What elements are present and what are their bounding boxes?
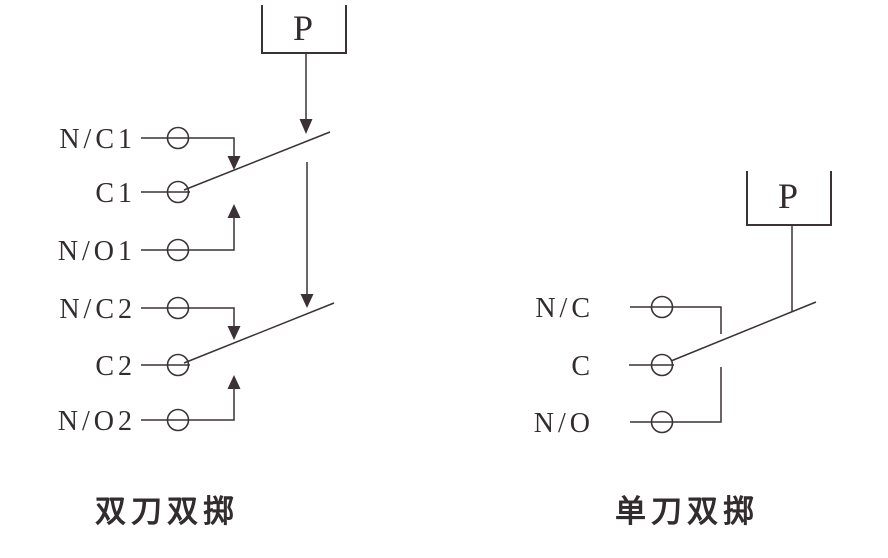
terminal-circle-c1 <box>166 180 190 204</box>
dpdt-plunger-box <box>261 5 347 54</box>
terminal-label-c1: C1 <box>95 178 136 209</box>
spdt-plunger-box <box>746 171 832 226</box>
dpdt-blade-2 <box>183 302 335 364</box>
terminal-circle-nc1 <box>166 126 190 150</box>
no1-throw-arrowhead-icon <box>227 204 241 218</box>
no2-wire <box>141 389 235 421</box>
terminal-label-c2: C2 <box>95 351 136 382</box>
dpdt-blade-1 <box>183 131 331 191</box>
terminal-circle-c2 <box>166 353 190 377</box>
no-wire <box>630 367 722 423</box>
terminal-circle-nc <box>650 295 674 319</box>
dpdt-diagram: P N/C1 C1 N/O1 N/C2 <box>58 5 347 529</box>
dpdt-plunger-arrowhead-icon <box>299 119 313 134</box>
nc1-throw-arrowhead-icon <box>227 156 241 170</box>
terminal-circle-c <box>650 353 674 377</box>
nc2-throw-arrowhead-icon <box>227 326 241 340</box>
spdt-plunger-label: P <box>778 176 798 216</box>
terminal-label-no1: N/O1 <box>58 236 136 267</box>
terminal-label-no: N/O <box>534 408 594 439</box>
spdt-caption: 单刀双掷 <box>615 494 759 529</box>
dpdt-link-arrowhead-icon <box>300 294 314 308</box>
terminal-label-no2: N/O2 <box>58 406 136 437</box>
dpdt-caption: 双刀双掷 <box>95 494 239 529</box>
dpdt-plunger-label: P <box>293 8 313 48</box>
terminal-circle-nc2 <box>166 296 190 320</box>
nc2-wire <box>141 307 235 326</box>
nc1-wire <box>141 137 235 156</box>
terminal-circle-no <box>650 410 674 434</box>
spdt-diagram: P N/C C N/O 单刀双掷 <box>534 171 832 529</box>
terminal-label-nc1: N/C1 <box>59 124 136 155</box>
terminal-circle-no1 <box>166 238 190 262</box>
terminal-label-c: C <box>571 351 594 382</box>
terminal-label-nc2: N/C2 <box>59 294 136 325</box>
nc-wire <box>630 306 722 334</box>
no1-wire <box>141 218 235 251</box>
terminal-label-nc: N/C <box>535 293 594 324</box>
no2-throw-arrowhead-icon <box>227 375 241 389</box>
terminal-circle-no2 <box>166 408 190 432</box>
spdt-blade <box>670 301 817 362</box>
